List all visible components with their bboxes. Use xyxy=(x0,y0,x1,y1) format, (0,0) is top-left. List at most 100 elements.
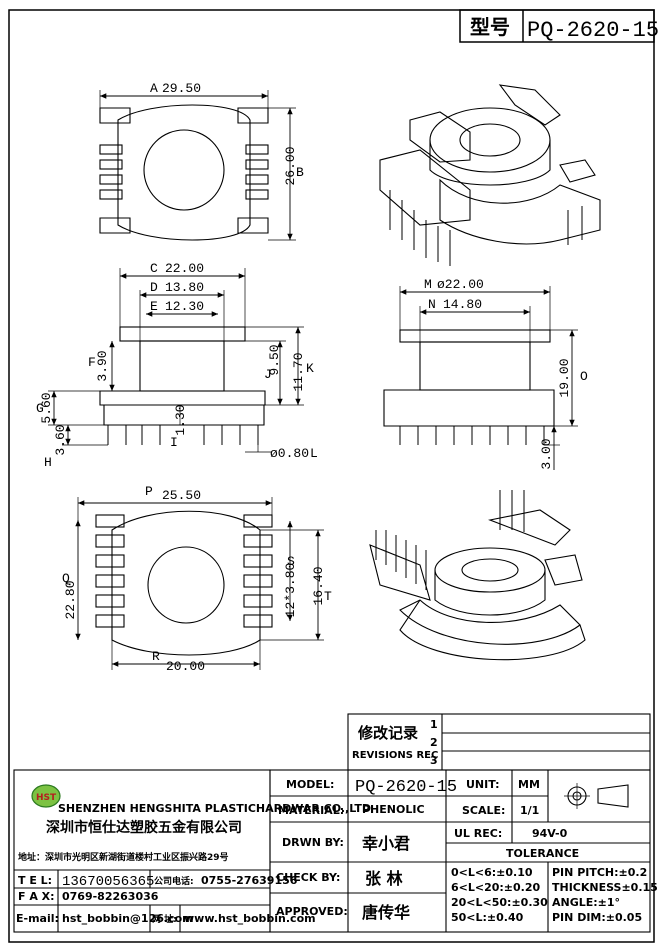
tel-label: T E L: xyxy=(18,874,52,887)
email-value: hst_bobbin@126.com xyxy=(62,912,194,925)
dim-m-letter: M xyxy=(424,277,432,292)
company-address: 地址：深圳市光明区新湖街道楼村工业区振兴路29号 xyxy=(18,851,229,863)
web-label: 网 址: xyxy=(152,913,177,925)
dim-c-letter: C xyxy=(150,261,158,276)
scale-value: 1/1 xyxy=(520,804,539,817)
revisions-title-cn: 修改记录 xyxy=(357,724,418,742)
dim-d-value: 13.80 xyxy=(165,280,204,295)
dim-j-value: 9.50 xyxy=(267,344,282,375)
dim-a-letter: A xyxy=(150,81,158,96)
dim-k-letter: K xyxy=(306,361,314,376)
drawn-value: 幸小君 xyxy=(362,834,410,853)
dim-b-value: 26.00 xyxy=(283,146,298,185)
drawn-label: DRWN BY: xyxy=(282,836,344,849)
dim-q-value: 22.80 xyxy=(63,580,78,619)
revision-num-1: 1 xyxy=(430,718,438,731)
check-label: CHECK BY: xyxy=(276,871,340,884)
pin-pitch: PIN PITCH:±0.2 xyxy=(552,866,647,879)
dim-c-value: 22.00 xyxy=(165,261,204,276)
phone-label: 公司电话: xyxy=(154,875,194,887)
dim-g-value: 5.60 xyxy=(39,392,54,423)
company-name-cn: 深圳市恒仕达塑胶五金有限公司 xyxy=(46,819,242,836)
ul-label: UL REC: xyxy=(454,827,502,840)
phone-value: 0755-27639156 xyxy=(201,874,298,887)
dim-r-letter: R xyxy=(152,649,160,664)
dim-n-value: 14.80 xyxy=(443,297,482,312)
dim-r-value: 20.00 xyxy=(166,659,205,674)
revision-num-3: 3 xyxy=(430,754,438,767)
tel-value: 13670056365 xyxy=(62,874,154,890)
dim-e-letter: E xyxy=(150,299,158,314)
tolerance-label: TOLERANCE xyxy=(506,847,579,860)
dim-o-value: 19.00 xyxy=(557,358,572,397)
header-box xyxy=(459,9,655,43)
approved-label: APPROVED: xyxy=(276,905,348,918)
front-view xyxy=(48,268,304,453)
dim-l-letter: L xyxy=(310,446,318,461)
dim-s-letter: S xyxy=(287,554,295,569)
company-name-en: SHENZHEN HENGSHITA PLASTICHARDWAR CO.,LT… xyxy=(58,802,371,815)
header-model-label: 型号 xyxy=(470,15,510,39)
check-value: 张 林 xyxy=(365,869,403,888)
header-model: PQ-2620-15 xyxy=(527,18,659,43)
projection-symbol-icon xyxy=(564,783,629,809)
dim-n-letter: N xyxy=(428,297,436,312)
tol-1: 0<L<6:±0.10 xyxy=(451,866,533,879)
revision-block xyxy=(347,713,651,771)
dim-f-letter: F xyxy=(88,355,96,370)
dim-t-value: 16.40 xyxy=(311,566,326,605)
dim-a-value: 29.50 xyxy=(162,81,201,96)
company-logo-text: HST xyxy=(36,793,57,803)
dim-b-letter: B xyxy=(296,165,304,180)
dim-i-value: 1.30 xyxy=(173,404,188,435)
drawing-frame xyxy=(8,9,655,943)
angle: ANGLE:±1° xyxy=(552,896,620,909)
dim-o-letter: O xyxy=(580,369,588,384)
model-label: MODEL: xyxy=(286,778,334,791)
fax-value: 0769-82263036 xyxy=(62,890,159,903)
dim-l-value: ø0.80 xyxy=(270,446,309,461)
model-value: PQ-2620-15 xyxy=(355,778,457,797)
company-logo xyxy=(31,784,61,808)
dim-m-value: ø22.00 xyxy=(437,277,484,292)
pin-dim: PIN DIM:±0.05 xyxy=(552,911,642,924)
dim-e-value: 12.30 xyxy=(165,299,204,314)
dim-g-letter: G xyxy=(36,401,44,416)
revisions-title-en: REVISIONS REC xyxy=(352,750,438,761)
iso-view-top xyxy=(379,84,601,266)
bottom-view xyxy=(75,497,324,670)
fax-label: F A X: xyxy=(18,890,55,903)
email-label: E-mail: xyxy=(16,912,59,925)
dim-i-letter: I xyxy=(170,435,178,450)
web-value: www.hst_bobbin.com xyxy=(184,912,316,925)
title-block xyxy=(269,769,651,933)
revision-num-2: 2 xyxy=(430,736,438,749)
dim-t-letter: T xyxy=(324,589,332,604)
iso-view-bottom xyxy=(369,490,586,661)
material-value: PHENOLIC xyxy=(362,803,425,816)
approved-value: 唐传华 xyxy=(362,903,410,922)
thickness: THICKNESS±0.15 xyxy=(552,881,658,894)
dim-d-letter: D xyxy=(150,280,158,295)
dim-s-value: 12*3.80 xyxy=(283,563,298,618)
tol-3: 20<L<50:±0.30 xyxy=(451,896,548,909)
dim-p-value: 25.50 xyxy=(162,488,201,503)
dim-j-letter: J xyxy=(264,367,272,382)
ul-value: 94V-0 xyxy=(532,827,568,840)
dim-h-value: 3.60 xyxy=(53,424,68,455)
dim-h-letter: H xyxy=(44,455,52,470)
dim-bottom-pin: 3.00 xyxy=(539,438,554,469)
unit-label: UNIT: xyxy=(466,778,500,791)
scale-label: SCALE: xyxy=(462,804,505,817)
dim-k-value: 11.70 xyxy=(291,352,306,391)
unit-value: MM xyxy=(518,778,540,791)
dim-p-letter: P xyxy=(145,484,153,499)
tol-4: 50<L:±0.40 xyxy=(451,911,524,924)
material-label: MATERIAL: xyxy=(278,804,344,817)
tol-2: 6<L<20:±0.20 xyxy=(451,881,541,894)
dim-f-value: 3.90 xyxy=(95,350,110,381)
top-view xyxy=(99,90,296,241)
side-view xyxy=(383,286,578,470)
dim-q-letter: Q xyxy=(62,571,70,586)
